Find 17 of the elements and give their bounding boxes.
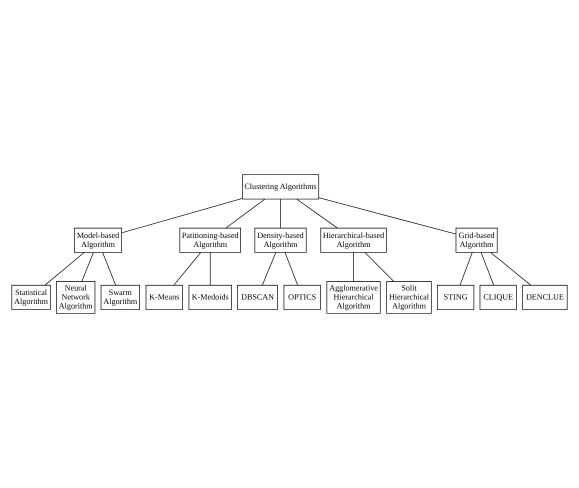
connector [480, 252, 494, 286]
connector [102, 252, 116, 286]
connector [280, 198, 281, 228]
connector [262, 252, 276, 286]
connector [82, 252, 94, 282]
connector [210, 252, 211, 286]
connector [173, 252, 202, 286]
connector [121, 198, 243, 234]
connector [44, 252, 84, 286]
connector [225, 198, 266, 228]
connector [460, 252, 473, 286]
connector [490, 252, 532, 286]
connector [296, 198, 338, 228]
connector [364, 252, 394, 282]
connector [318, 197, 456, 234]
connector [353, 252, 354, 282]
connector [284, 252, 298, 286]
